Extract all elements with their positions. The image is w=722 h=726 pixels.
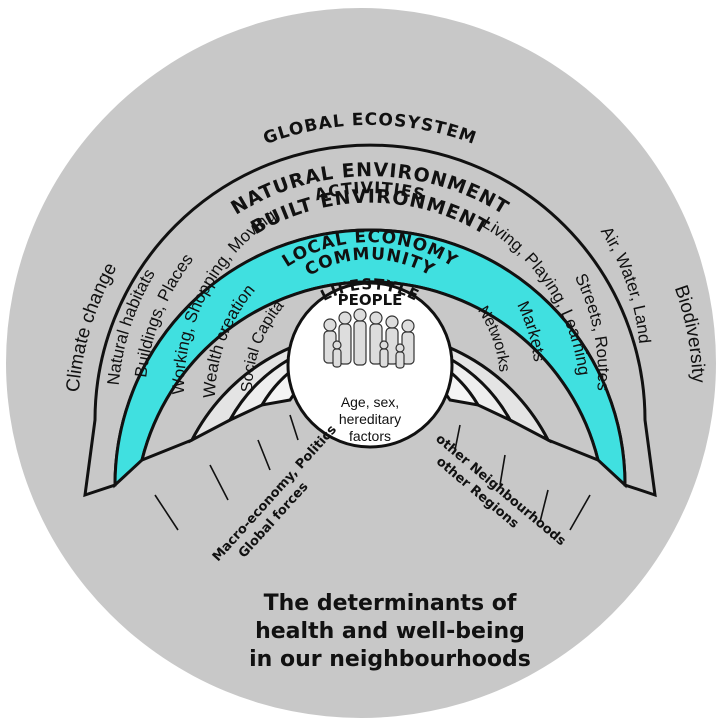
- interaction-arrows: [154, 414, 591, 531]
- arrow-activities-right: [499, 454, 506, 486]
- arrow-economy-right: [454, 424, 461, 451]
- arrow-natural-left: [154, 494, 179, 531]
- arrow-economy-left: [289, 414, 299, 441]
- arrow-activities-left: [257, 439, 271, 471]
- arrow-built-right: [539, 489, 549, 523]
- people-figures-icon: [323, 308, 415, 369]
- arrow-natural-right: [569, 494, 591, 531]
- people-label: PEOPLE: [338, 291, 403, 309]
- caption-line-2: health and well-being: [255, 619, 525, 644]
- center-line-3: factors: [349, 428, 391, 444]
- caption-line-3: in our neighbourhoods: [249, 647, 531, 672]
- arrow-built-left: [209, 464, 229, 501]
- caption-line-1: The determinants of: [264, 591, 517, 616]
- center-line-2: hereditary: [339, 411, 401, 427]
- center-line-1: Age, sex,: [341, 394, 399, 410]
